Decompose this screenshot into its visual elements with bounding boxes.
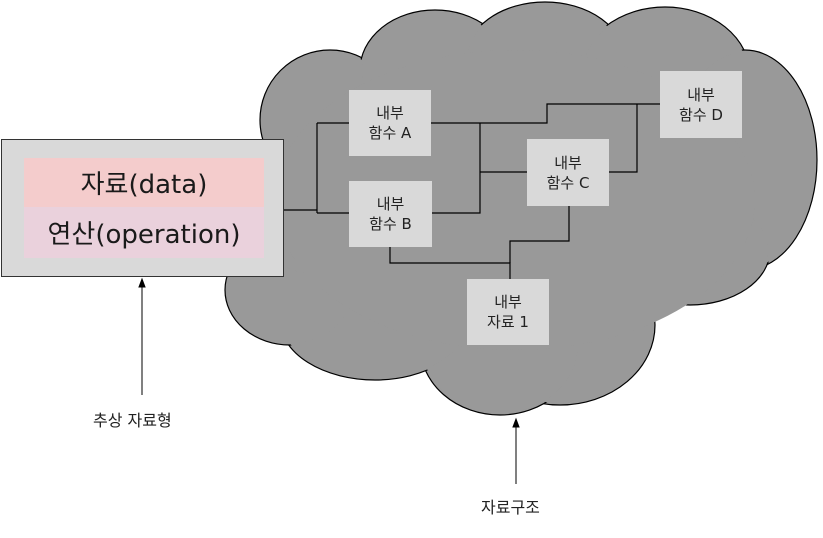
data-1-line2: 자료 1 bbox=[487, 313, 529, 331]
connector-a-to-d bbox=[431, 103, 660, 124]
connector-c-to-data1 bbox=[509, 206, 570, 263]
connector-c-to-d bbox=[609, 104, 638, 173]
data-structure-caption: 자료구조 bbox=[481, 498, 540, 517]
caption-arrows bbox=[138, 277, 520, 484]
function-c-line1: 내부 bbox=[554, 153, 582, 172]
connector-lines bbox=[284, 103, 660, 279]
abstract-data-type-caption: 추상 자료형 bbox=[93, 411, 172, 430]
internal-function-a: 내부 함수 A bbox=[349, 90, 431, 156]
function-d-line2: 함수 D bbox=[679, 105, 723, 124]
data-label: 자료(data) bbox=[80, 170, 208, 200]
internal-function-b: 내부 함수 B bbox=[349, 181, 432, 247]
data-1-line1: 내부 bbox=[494, 293, 522, 311]
function-a-line1: 내부 bbox=[376, 104, 404, 122]
internal-function-d: 내부 함수 D bbox=[660, 71, 742, 138]
internal-function-c: 내부 함수 C bbox=[527, 139, 609, 206]
connector-b-to-data1 bbox=[389, 247, 511, 279]
function-d-line1: 내부 bbox=[687, 85, 715, 104]
function-b-line2: 함수 B bbox=[369, 215, 412, 233]
operation-label: 연산(operation) bbox=[47, 220, 241, 250]
data-structure-cloud bbox=[224, 1, 818, 416]
connector-b-to-c bbox=[432, 123, 481, 214]
function-c-line2: 함수 C bbox=[546, 173, 590, 192]
data-section: 자료(data) bbox=[24, 158, 264, 207]
function-a-line2: 함수 A bbox=[368, 124, 412, 142]
structure-arrow-head bbox=[512, 417, 520, 428]
internal-data-1: 내부 자료 1 bbox=[467, 279, 549, 345]
function-b-line1: 내부 bbox=[376, 195, 405, 213]
operation-section: 연산(operation) bbox=[24, 207, 264, 258]
abstract-data-type-box: 자료(data) 연산(operation) bbox=[1, 139, 284, 277]
adt-arrow-head bbox=[138, 277, 146, 288]
